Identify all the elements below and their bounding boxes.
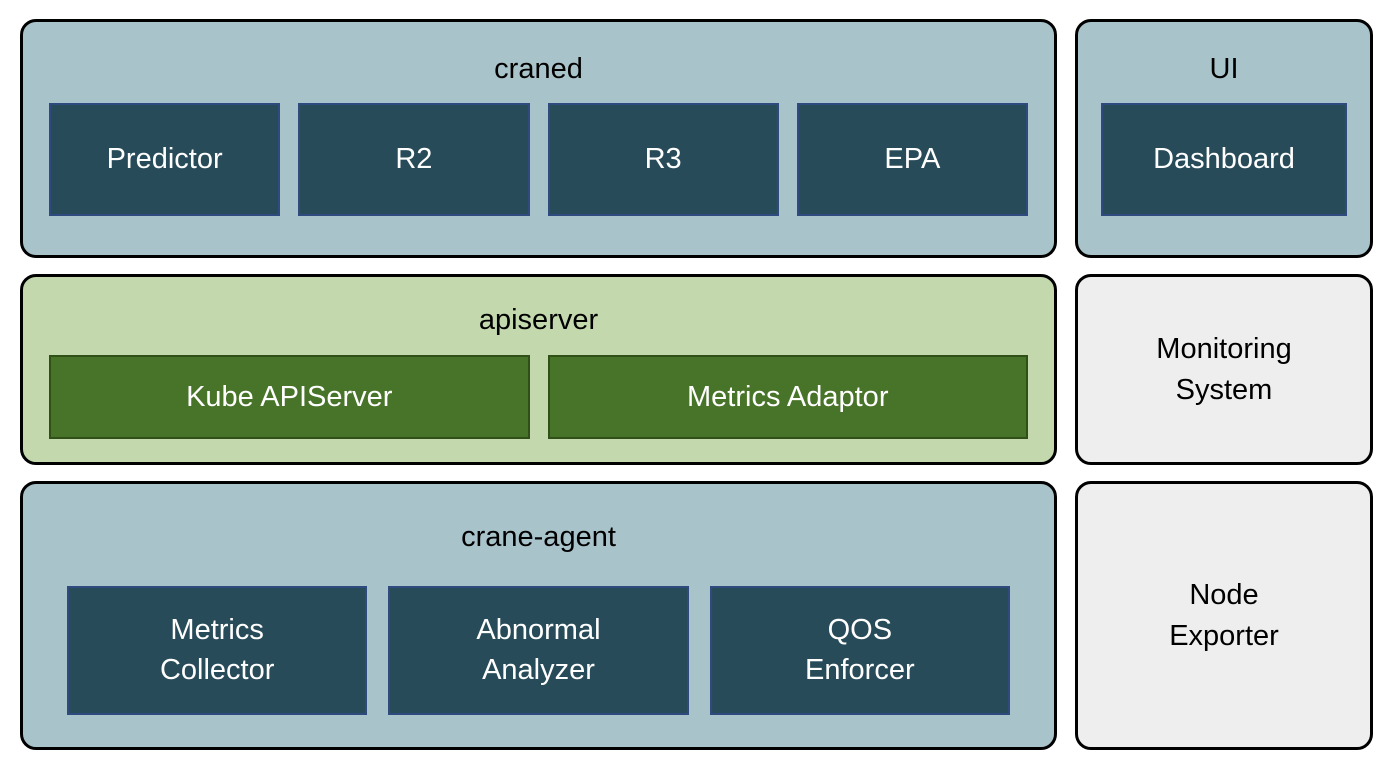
node-label: Predictor <box>106 143 223 176</box>
node-metrics-collector: Metrics Collector <box>67 585 368 715</box>
node-label: Dashboard <box>1153 143 1295 176</box>
node-label: Metrics Collector <box>159 614 275 687</box>
node-r3: R3 <box>547 102 779 216</box>
group-craned: craned Predictor R2 R3 EPA <box>20 19 1057 258</box>
group-crane-agent: crane-agent Metrics Collector Abnormal A… <box>20 481 1057 750</box>
node-kube-apiserver: Kube APIServer <box>49 354 530 439</box>
group-node-exporter: Node Exporter <box>1075 481 1373 750</box>
node-label: EPA <box>884 143 941 176</box>
node-abnormal-analyzer: Abnormal Analyzer <box>388 585 689 715</box>
node-dashboard: Dashboard <box>1101 102 1347 216</box>
node-epa: EPA <box>796 102 1028 216</box>
craned-nodes: Predictor R2 R3 EPA <box>23 102 1054 216</box>
group-ui: UI Dashboard <box>1075 19 1373 258</box>
node-qos-enforcer: QOS Enforcer <box>709 585 1010 715</box>
node-exporter-label: Node Exporter <box>1169 579 1279 652</box>
group-title-apiserver: apiserver <box>478 304 599 336</box>
group-title-crane-agent: crane-agent <box>461 521 616 553</box>
group-apiserver: apiserver Kube APIServer Metrics Adaptor <box>20 274 1057 465</box>
node-label: Kube APIServer <box>186 380 393 413</box>
apiserver-nodes: Kube APIServer Metrics Adaptor <box>23 354 1054 439</box>
group-title-ui: UI <box>1209 53 1239 85</box>
node-predictor: Predictor <box>49 102 281 216</box>
node-label: Metrics Adaptor <box>687 380 889 413</box>
ui-nodes: Dashboard <box>1078 102 1370 216</box>
node-label: R2 <box>395 143 433 176</box>
crane-agent-nodes: Metrics Collector Abnormal Analyzer QOS … <box>23 585 1054 715</box>
monitoring-system-label: Monitoring System <box>1156 333 1292 406</box>
node-label: QOS Enforcer <box>805 614 915 687</box>
node-label: R3 <box>644 143 682 176</box>
node-label: Abnormal Analyzer <box>476 614 601 687</box>
node-r2: R2 <box>298 102 530 216</box>
group-title-craned: craned <box>494 53 583 85</box>
node-metrics-adaptor: Metrics Adaptor <box>547 354 1028 439</box>
group-monitoring-system: Monitoring System <box>1075 274 1373 465</box>
